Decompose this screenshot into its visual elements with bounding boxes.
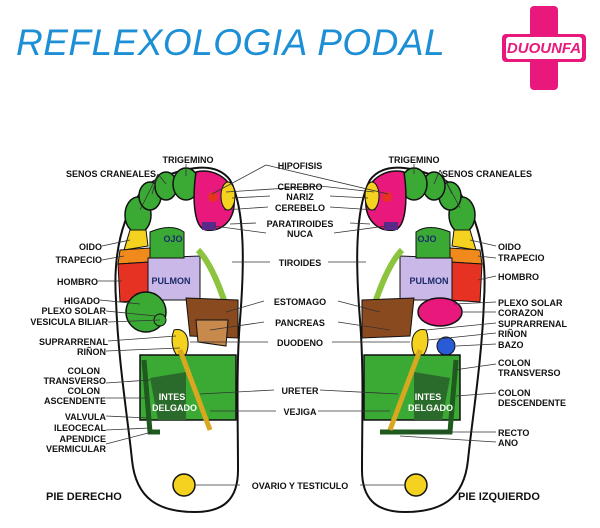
- label-duodeno: DUODENO: [276, 338, 323, 348]
- label-oido-right: OIDO: [78, 242, 102, 252]
- label-colon-2-right: COLON: [67, 386, 101, 396]
- label-nariz: NARIZ: [286, 192, 314, 202]
- label-ano: ANO: [498, 438, 518, 448]
- left-foot: [356, 166, 486, 514]
- label-corazon: CORAZON: [498, 308, 544, 318]
- label-trapecio-left: TRAPECIO: [498, 253, 545, 263]
- label-paratiroides: PARATIROIDES: [266, 219, 334, 229]
- label-higado: HIGADO: [64, 296, 100, 306]
- label-estomago: ESTOMAGO: [273, 297, 327, 307]
- ojo-label-left: OJO: [417, 234, 437, 244]
- label-rinon-left: RIÑON: [498, 329, 527, 339]
- label-colon-1-right: COLON: [67, 366, 101, 376]
- label-senos-craneales-right: SENOS CRANEALES: [65, 169, 156, 179]
- label-plexo-solar-right: PLEXO SOLAR: [41, 306, 106, 316]
- intestino-label-right-1: INTES: [158, 392, 186, 402]
- label-rinon-right: RIÑON: [77, 347, 106, 357]
- label-pancreas: PANCREAS: [275, 318, 325, 328]
- label-ovario-testiculo: OVARIO Y TESTICULO: [251, 481, 349, 491]
- label-descendente: DESCENDENTE: [498, 398, 567, 408]
- label-oido-left: OIDO: [498, 242, 522, 252]
- label-vesicula-biliar: VESICULA BILIAR: [30, 317, 108, 327]
- label-ileocecal: ILEOCECAL: [53, 423, 106, 433]
- label-apendice: APENDICE: [59, 434, 106, 444]
- label-valvula: VALVULA: [64, 412, 106, 422]
- caption-pie-izquierdo: PIE IZQUIERDO: [458, 491, 540, 503]
- right-foot: [114, 166, 244, 514]
- label-senos-craneales-left: SENOS CRANEALES: [442, 169, 533, 179]
- leader-lines: [98, 164, 497, 486]
- pulmon-label-left: PULMON: [409, 276, 449, 286]
- caption-pie-derecho: PIE DERECHO: [46, 491, 122, 503]
- intestino-label-left-1: INTES: [414, 392, 442, 402]
- label-plexo-solar-left: PLEXO SOLAR: [498, 298, 563, 308]
- intestino-label-right-2: DELGADO: [152, 403, 197, 413]
- brand-logo: DUOUNFA: [502, 6, 586, 90]
- label-nuca: NUCA: [287, 229, 313, 239]
- label-transverso-left: TRANSVERSO: [498, 368, 561, 378]
- pulmon-label-right: PULMON: [151, 276, 191, 286]
- ojo-label-right: OJO: [163, 234, 183, 244]
- label-tiroides: TIROIDES: [278, 258, 322, 268]
- label-cerebro: CEREBRO: [277, 182, 323, 192]
- label-suprarrenal-left: SUPRARRENAL: [498, 319, 568, 329]
- cross-icon: [502, 6, 586, 90]
- label-hombro-right: HOMBRO: [57, 277, 98, 287]
- label-trapecio-right: TRAPECIO: [55, 255, 102, 265]
- label-ureter: URETER: [281, 386, 319, 396]
- label-vejiga: VEJIGA: [283, 407, 317, 417]
- label-ascendente: ASCENDENTE: [43, 396, 106, 406]
- intestino-label-left-2: DELGADO: [408, 403, 453, 413]
- label-suprarrenal-right: SUPRARRENAL: [38, 337, 108, 347]
- label-cerebelo: CEREBELO: [274, 203, 325, 213]
- logo-text: DUOUNFA: [506, 40, 582, 57]
- page-title: REFLEXOLOGIA PODAL: [16, 22, 446, 63]
- label-recto: RECTO: [498, 428, 530, 438]
- label-trigemino-left: TRIGEMINO: [388, 155, 440, 165]
- label-bazo: BAZO: [498, 340, 524, 350]
- label-vermicular: VERMICULAR: [46, 444, 106, 454]
- label-hipofisis: HIPOFISIS: [277, 161, 323, 171]
- label-hombro-left: HOMBRO: [498, 272, 539, 282]
- label-transverso-right: TRANSVERSO: [43, 376, 106, 386]
- label-colon-1-left: COLON: [498, 358, 531, 368]
- label-colon-2-left: COLON: [498, 388, 531, 398]
- label-trigemino-right: TRIGEMINO: [162, 155, 214, 165]
